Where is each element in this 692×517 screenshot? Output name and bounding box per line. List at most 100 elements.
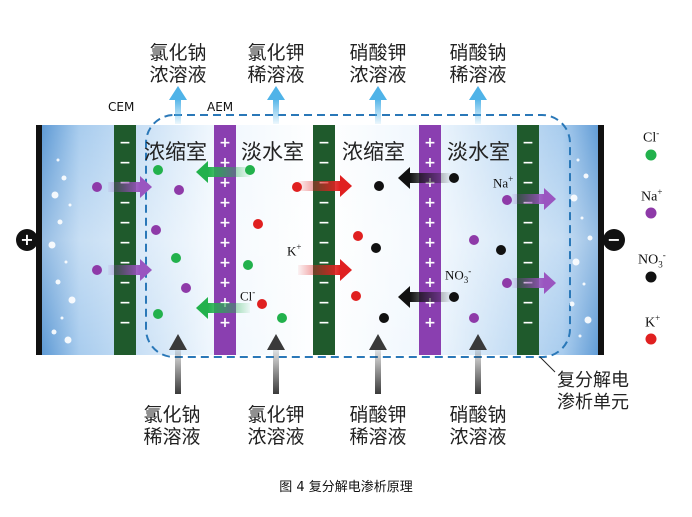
bottom-label-2: 氯化钾浓溶液: [247, 404, 305, 448]
bubble: [580, 216, 584, 220]
membrane-sign: +: [424, 235, 436, 251]
bubble: [48, 241, 56, 249]
cathode-sign: −: [607, 230, 620, 249]
anode-plate: [36, 125, 42, 355]
ion-dot-no3: [449, 173, 459, 183]
bubble: [60, 316, 64, 320]
membrane-sign: +: [219, 135, 231, 151]
membrane-sign: −: [119, 235, 131, 251]
ion-dot-k: [351, 291, 361, 301]
cl-arrow-head: [196, 297, 208, 319]
outlet-arrow-head: [469, 86, 487, 100]
membrane-sign: −: [522, 295, 534, 311]
no3-arrow-head: [398, 286, 410, 308]
bottom-label-4: 硝酸钠浓溶液: [449, 404, 507, 448]
bubble: [61, 175, 67, 181]
na-arrow-shaft: [108, 182, 140, 192]
cl-arrow-head: [196, 161, 208, 183]
outlet-arrow-head: [369, 86, 387, 100]
legend-dot: [645, 271, 657, 283]
cathode-plate: [598, 125, 604, 355]
ion-label-k: K+: [287, 242, 302, 259]
ion-dot-cl: [277, 313, 287, 323]
inlet-arrow-head: [267, 334, 285, 350]
ion-dot-k: [292, 182, 302, 192]
membrane-sign: +: [219, 315, 231, 331]
legend-dot: [645, 149, 657, 161]
bubble: [572, 258, 580, 266]
chamber-label-1: 浓缩室: [144, 140, 207, 164]
membrane-sign: +: [424, 195, 436, 211]
membrane-sign: −: [318, 315, 330, 331]
legend-label-cl: Cl-: [643, 128, 660, 146]
membrane-signs: −−−−−−−−−−++++++++++−−−−−−−−−−++++++++++…: [119, 135, 534, 331]
ion-label-na: Na+: [493, 174, 514, 191]
bubble: [57, 219, 63, 225]
membrane-sign: +: [219, 155, 231, 171]
ion-dot-no3: [379, 313, 389, 323]
k-arrow-shaft: [298, 181, 340, 191]
membrane-sign: −: [522, 215, 534, 231]
bubbles: [48, 158, 593, 344]
no3-arrow-shaft: [410, 173, 450, 183]
legend-dot: [645, 333, 657, 345]
ion-dot-na: [469, 313, 479, 323]
top-label-3: 硝酸钾浓溶液: [349, 42, 407, 86]
chamber-label-3: 浓缩室: [342, 140, 405, 164]
membrane-sign: +: [219, 255, 231, 271]
membrane-sign: −: [318, 295, 330, 311]
na-arrow-head: [544, 272, 556, 294]
membrane-sign: −: [119, 195, 131, 211]
membrane-sign: −: [318, 135, 330, 151]
anode-terminal: [16, 229, 38, 251]
bubble: [51, 191, 59, 199]
legend-label-k: K+: [645, 313, 661, 331]
bubble: [569, 301, 575, 307]
inlet-arrow-shaft: [475, 348, 481, 394]
cem-label: CEM: [108, 100, 135, 114]
cem-membrane-3: [517, 125, 539, 355]
ion-dot-k: [257, 299, 267, 309]
ion-arrows: [108, 161, 556, 319]
top-label-4: 硝酸钠稀溶液: [449, 42, 507, 86]
membrane-sign: −: [318, 275, 330, 291]
membrane-sign: −: [119, 155, 131, 171]
bottom-label-3: 硝酸钾稀溶液: [349, 404, 407, 448]
inlet-arrow-head: [369, 334, 387, 350]
membrane-sign: +: [219, 195, 231, 211]
chamber-label-4: 淡水室: [447, 140, 510, 164]
na-arrow-shaft: [108, 265, 140, 275]
membrane-sign: −: [119, 295, 131, 311]
aem-label: AEM: [207, 100, 234, 114]
bubble: [64, 260, 68, 264]
ion-dot-no3: [371, 243, 381, 253]
bubble: [51, 329, 57, 335]
membrane-sign: +: [424, 275, 436, 291]
bubble: [68, 296, 76, 304]
top-label-2: 氯化钾稀溶液: [247, 42, 305, 86]
bubble: [587, 235, 593, 241]
ion-dot-no3: [374, 181, 384, 191]
bubble: [576, 158, 580, 162]
ion-label-no3: NO3-: [445, 266, 472, 285]
ions: [92, 165, 512, 323]
aem-membrane-1: [214, 125, 236, 355]
flow-arrows: [169, 86, 487, 394]
legend-label-na: Na+: [641, 187, 663, 205]
ion-dot-na: [181, 283, 191, 293]
membrane-sign: −: [119, 215, 131, 231]
inlet-arrow-shaft: [273, 348, 279, 394]
k-arrow-head: [340, 175, 352, 197]
legend-label-no3: NO3-: [638, 250, 666, 270]
ion-dot-na: [502, 278, 512, 288]
ion-dot-na: [92, 265, 102, 275]
bubble: [582, 282, 586, 286]
no3-arrow-head: [398, 167, 410, 189]
membrane-sign: −: [119, 275, 131, 291]
membrane-sign: −: [522, 175, 534, 191]
k-arrow-shaft: [298, 265, 340, 275]
membrane-sign: +: [424, 295, 436, 311]
inlet-arrow-shaft: [375, 348, 381, 394]
